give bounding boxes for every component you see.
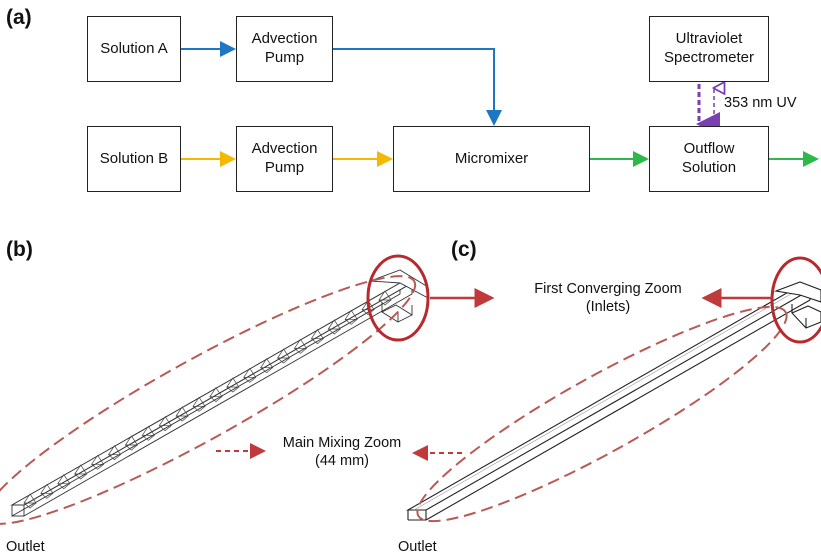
first-zone-label: First Converging Zoom (Inlets)	[508, 280, 708, 316]
pump-a-label-1: Advection	[251, 30, 318, 48]
outflow-box: Outflow Solution	[649, 126, 769, 192]
mixing-element	[40, 483, 54, 499]
line-pump-a-to-micromixer	[333, 48, 502, 126]
main-zone-label-1: Main Mixing Zoom	[282, 435, 402, 451]
pump-b-box: Advection Pump	[236, 126, 333, 192]
mixing-element	[293, 338, 308, 354]
straight-channel-c	[405, 281, 821, 521]
outlet-label-b: Outlet	[6, 539, 45, 555]
pump-a-box: Advection Pump	[236, 16, 333, 82]
micromixer-box: Micromixer	[393, 126, 590, 192]
mixing-element	[209, 387, 223, 403]
micromixer-label: Micromixer	[454, 149, 529, 167]
first-zone-circle-b	[366, 254, 430, 342]
spectrometer-label-1: Ultraviolet	[675, 30, 743, 48]
panel-c-label: (c)	[451, 238, 477, 261]
outlet-label-c: Outlet	[398, 539, 437, 555]
mixing-element	[90, 454, 105, 470]
mixing-element	[327, 319, 341, 335]
main-zone-outline-b	[0, 275, 417, 525]
micromixer-channel-b	[10, 269, 429, 517]
uv-wavelength-label: 353 nm UV	[724, 95, 797, 111]
main-zone-outline-c	[416, 305, 788, 523]
solution-a-label: Solution A	[100, 39, 168, 57]
main-zone-label-2: (44 mm)	[315, 453, 369, 470]
pump-a-label-2: Pump	[264, 49, 305, 66]
spectrometer-label-2: Spectrometer	[663, 49, 755, 66]
pump-b-label-2: Pump	[264, 159, 305, 176]
mixing-element	[124, 435, 139, 451]
mixing-element	[141, 425, 155, 441]
mixing-element	[57, 474, 71, 490]
first-zone-label-2: (Inlets)	[585, 299, 631, 316]
first-zone-circle-c	[770, 256, 821, 344]
mixing-element	[107, 445, 122, 461]
solution-a-box: Solution A	[87, 16, 181, 82]
mixing-element	[175, 406, 189, 422]
mixing-element	[226, 377, 240, 393]
spectrometer-box: Ultraviolet Spectrometer	[649, 16, 769, 82]
mixing-element	[158, 416, 172, 432]
mixing-element	[192, 396, 206, 412]
mixing-element	[276, 348, 291, 364]
mixing-element	[378, 290, 392, 306]
mixing-element	[260, 358, 274, 374]
mixing-element	[344, 309, 358, 325]
outflow-label-2: Solution	[681, 159, 737, 176]
outflow-label-1: Outflow	[683, 140, 735, 158]
solution-b-label: Solution B	[99, 149, 169, 167]
mixing-elements	[23, 290, 392, 509]
mixing-element	[243, 367, 257, 383]
mixing-element	[74, 464, 88, 480]
solution-b-box: Solution B	[87, 126, 181, 192]
first-zone-label-1: First Converging Zoom	[534, 281, 682, 297]
pump-b-label-1: Advection	[251, 140, 318, 158]
mixing-element	[23, 493, 37, 509]
main-zone-label: Main Mixing Zoom (44 mm)	[262, 434, 422, 470]
panel-a-label: (a)	[6, 6, 32, 29]
panel-b-label: (b)	[6, 238, 33, 261]
mixing-element	[310, 329, 325, 345]
